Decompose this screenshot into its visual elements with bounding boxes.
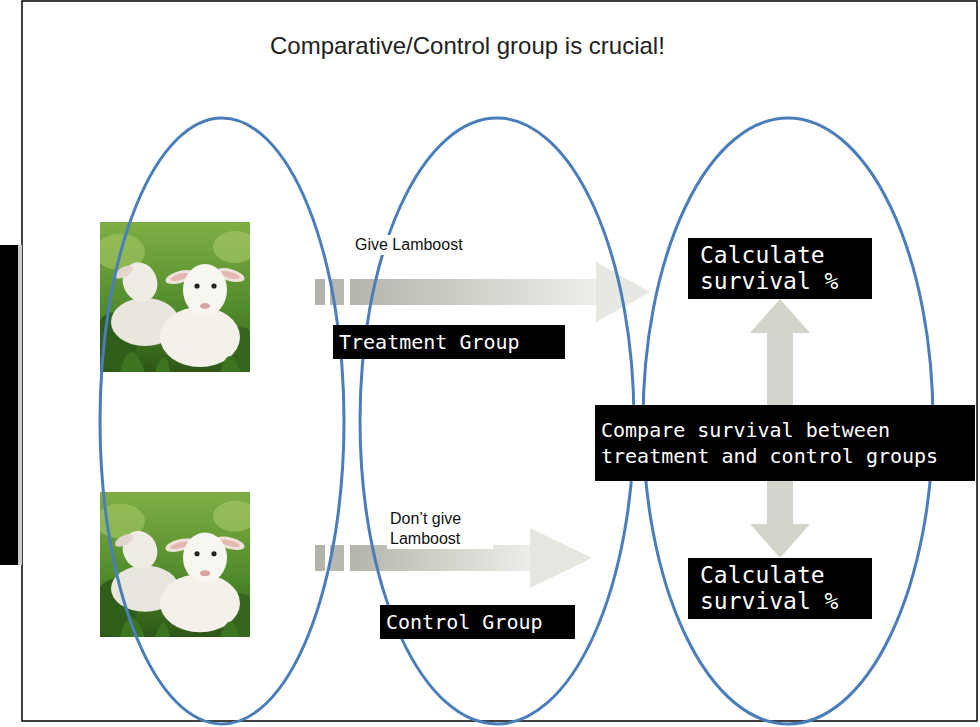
side-panel-edge xyxy=(18,245,22,565)
slide-frame xyxy=(22,1,977,721)
arrow-label: Give Lamboost xyxy=(352,235,466,255)
lamb-photo xyxy=(93,222,260,377)
process-box: Control Group xyxy=(380,605,575,639)
process-box: Treatment Group xyxy=(333,325,565,359)
process-arrow xyxy=(315,262,650,322)
lamb-photo xyxy=(93,492,260,642)
highlight-ellipse xyxy=(360,118,634,724)
highlight-ellipse xyxy=(100,118,344,724)
box-text: Compare survival between treatment and c… xyxy=(601,417,951,469)
box-text: Treatment Group xyxy=(339,329,520,355)
box-text: Calculate survival % xyxy=(700,242,860,295)
double-arrow xyxy=(750,299,810,405)
arrow-shaft xyxy=(767,481,793,524)
box-text: Control Group xyxy=(386,609,543,635)
slide-title: Comparative/Control group is crucial! xyxy=(270,32,665,61)
arrow-shaft xyxy=(767,333,793,405)
arrow-label: Don’t give Lamboost xyxy=(387,509,493,549)
arrow-head xyxy=(750,299,810,333)
side-panel xyxy=(0,245,18,565)
process-box: Calculate survival % xyxy=(688,238,872,299)
box-text: Calculate survival % xyxy=(700,562,860,615)
process-box: Compare survival between treatment and c… xyxy=(595,405,975,481)
arrow-head xyxy=(750,524,810,558)
double-arrow xyxy=(750,481,810,558)
process-box: Calculate survival % xyxy=(688,558,872,619)
